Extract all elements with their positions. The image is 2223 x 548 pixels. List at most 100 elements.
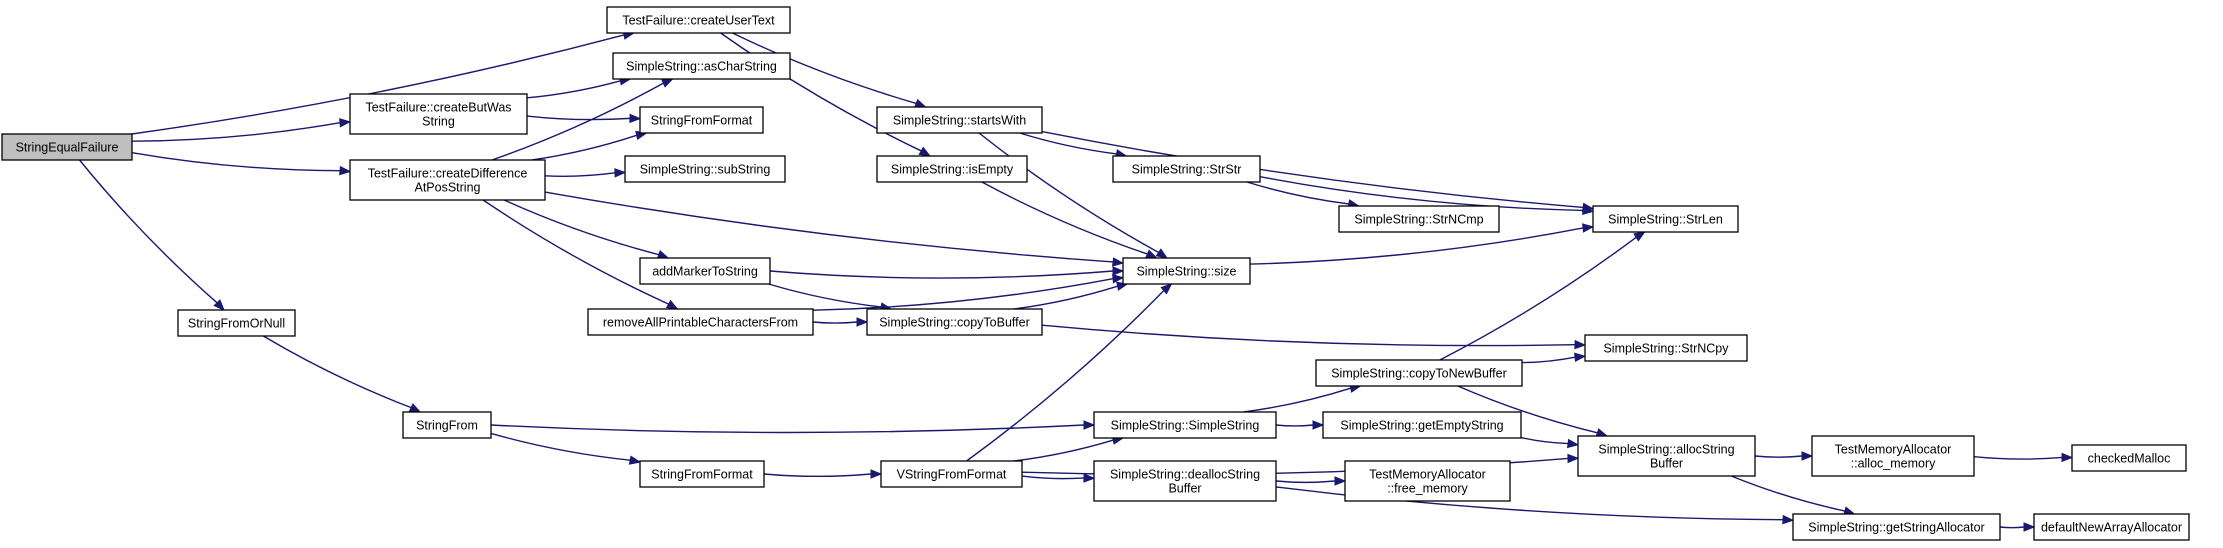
str-n-cmp-node[interactable]: SimpleString::StrNCmp: [1338, 205, 1500, 233]
edge-string-from-to-simple-string-constructor: [490, 420, 1096, 434]
node-box: [639, 257, 771, 285]
create-user-text-node[interactable]: TestFailure::createUserText: [606, 6, 791, 34]
edge-line: [131, 122, 341, 142]
node-box: [880, 460, 1023, 488]
arrowhead-icon: [1782, 514, 1795, 525]
edge-create-difference-at-pos-string-to-sub-string: [544, 168, 627, 178]
node-label: String: [422, 115, 455, 129]
str-len-node[interactable]: SimpleString::StrLen: [1592, 205, 1739, 233]
starts-with-node[interactable]: SimpleString::startsWith: [876, 106, 1043, 134]
node-label: SimpleString::isEmpty: [891, 163, 1014, 177]
arrowhead-icon: [1801, 451, 1814, 461]
node-label: SimpleString::deallocString: [1110, 468, 1260, 482]
get-string-allocator-node[interactable]: SimpleString::getStringAllocator: [1792, 513, 2001, 541]
node-box: [866, 308, 1043, 336]
node-box: [612, 52, 791, 80]
edge-line: [490, 424, 1085, 434]
free-memory-node[interactable]: TestMemoryAllocator::free_memory: [1344, 460, 1511, 502]
alloc-memory-node[interactable]: TestMemoryAllocator::alloc_memory: [1811, 435, 1975, 477]
arrowhead-icon: [1155, 248, 1169, 259]
node-label: Buffer: [1168, 482, 1201, 496]
simple-string-constructor-node[interactable]: SimpleString::SimpleString: [1093, 411, 1277, 439]
edge-copy-to-new-buffer-to-alloc-string-buffer: [1457, 385, 1609, 438]
edge-simple-string-constructor-to-get-empty-string: [1275, 420, 1325, 430]
arrowhead-icon: [1112, 274, 1125, 284]
node-label: TestMemoryAllocator: [1835, 443, 1952, 457]
arrowhead-icon: [1145, 249, 1158, 259]
copy-to-new-buffer-node[interactable]: SimpleString::copyToNewBuffer: [1315, 359, 1523, 387]
node-label: SimpleString::copyToNewBuffer: [1331, 367, 1507, 381]
edge-simple-string-constructor-to-copy-to-new-buffer: [1243, 383, 1362, 413]
edge-line: [526, 115, 631, 121]
arrowhead-icon: [213, 299, 225, 311]
is-empty-node[interactable]: SimpleString::isEmpty: [876, 155, 1028, 183]
edge-line: [490, 432, 631, 461]
string-from-format-node-bottom[interactable]: StringFromFormat: [639, 460, 765, 488]
string-from-format-node-top[interactable]: StringFromFormat: [639, 106, 764, 134]
size-node[interactable]: SimpleString::size: [1122, 257, 1251, 285]
edge-alloc-string-buffer-to-alloc-memory: [1754, 451, 1814, 461]
checked-malloc-node[interactable]: checkedMalloc: [2071, 444, 2187, 472]
node-label: SimpleString::copyToBuffer: [879, 316, 1030, 330]
arrowhead-icon: [1582, 205, 1595, 216]
default-new-array-allocator-node[interactable]: defaultNewArrayAllocator: [2033, 513, 2190, 541]
edge-string-equal-failure-to-create-difference-at-pos-string: [131, 151, 352, 176]
edge-get-string-allocator-to-default-new-array-allocator: [1999, 522, 2036, 532]
edge-v-string-from-format-to-size: [966, 283, 1173, 462]
arrowhead-icon: [1567, 453, 1580, 464]
node-box: [1, 133, 133, 161]
as-char-string-node[interactable]: SimpleString::asCharString: [612, 52, 791, 80]
edge-create-but-was-string-to-string-from-format-node-top: [526, 113, 642, 124]
node-label: StringEqualFailure: [16, 141, 119, 155]
edge-line: [544, 172, 616, 177]
add-marker-to-string-node[interactable]: addMarkerToString: [639, 257, 771, 285]
node-label: ::alloc_memory: [1851, 457, 1936, 471]
edge-copy-to-buffer-to-str-n-cpy: [1041, 324, 1587, 350]
node-label: AtPosString: [414, 181, 480, 195]
edge-size-to-str-len: [1249, 223, 1595, 265]
edge-copy-to-new-buffer-to-str-len: [1439, 231, 1646, 361]
edge-line: [1457, 385, 1598, 434]
arrowhead-icon: [918, 146, 932, 157]
str-str-node[interactable]: SimpleString::StrStr: [1112, 155, 1261, 183]
string-from-or-null-node[interactable]: StringFromOrNull: [177, 309, 296, 337]
edge-line: [526, 80, 621, 99]
node-label: SimpleString::startsWith: [893, 114, 1026, 128]
node-label: TestFailure::createUserText: [622, 14, 775, 28]
edge-line: [769, 270, 1114, 279]
arrowhead-icon: [339, 165, 352, 176]
arrowhead-icon: [2061, 452, 2074, 463]
node-box: [639, 106, 764, 134]
edge-create-difference-at-pos-string-to-size: [544, 191, 1125, 267]
string-equal-failure-node[interactable]: StringEqualFailure: [1, 133, 133, 161]
node-label: StringFromOrNull: [188, 317, 285, 331]
arrowhead-icon: [1160, 283, 1173, 295]
edge-line: [1041, 324, 1576, 347]
arrowhead-icon: [661, 78, 674, 88]
node-box: [1592, 205, 1739, 233]
arrowhead-icon: [914, 98, 927, 108]
arrowhead-icon: [2023, 522, 2036, 532]
string-from-node[interactable]: StringFrom: [402, 411, 492, 439]
copy-to-buffer-node[interactable]: SimpleString::copyToBuffer: [866, 308, 1043, 336]
node-label: TestFailure::createDifference: [368, 167, 528, 181]
node-box: [876, 155, 1028, 183]
node-box: [587, 308, 814, 336]
remove-all-printable-characters-from-node[interactable]: removeAllPrintableCharactersFrom: [587, 308, 814, 336]
node-label: SimpleString::StrLen: [1608, 213, 1723, 227]
v-string-from-format-node[interactable]: VStringFromFormat: [880, 460, 1023, 488]
sub-string-node[interactable]: SimpleString::subString: [624, 155, 786, 183]
node-box: [876, 106, 1043, 134]
node-label: StringFromFormat: [651, 468, 753, 482]
str-n-cpy-node[interactable]: SimpleString::StrNCpy: [1584, 334, 1748, 362]
node-box: [349, 93, 528, 135]
edge-string-from-or-null-to-string-from: [262, 335, 422, 413]
get-empty-string-node[interactable]: SimpleString::getEmptyString: [1322, 411, 1522, 439]
node-box: [177, 309, 296, 337]
edge-starts-with-to-size: [978, 132, 1169, 259]
